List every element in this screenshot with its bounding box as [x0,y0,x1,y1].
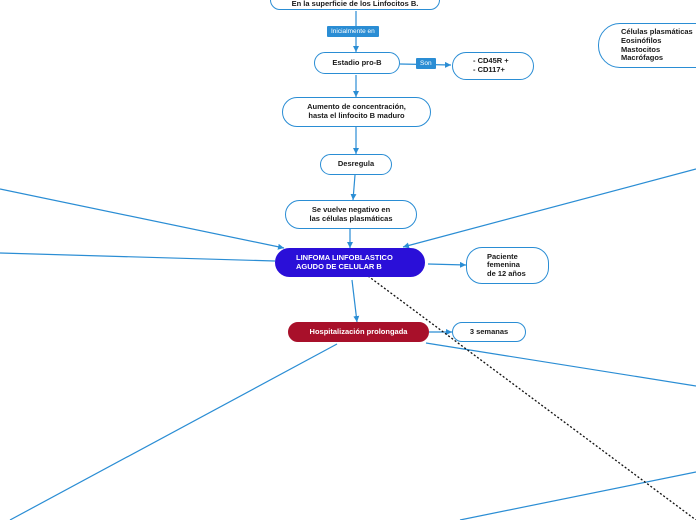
node-patient[interactable]: Paciente femenina de 12 años [466,247,549,284]
node-surface-lymphocytes[interactable]: En la superficie de los Linfocitos B. [270,0,440,10]
connector-main-to-hospital [351,279,360,323]
connector-right-upper-to-main [402,168,696,249]
connector-hospital-to-right [425,342,696,387]
node-negative-plasma-cells[interactable]: Se vuelve negativo en las células plasmá… [285,200,417,229]
node-markers[interactable]: - CD45R + - CD117+ [452,52,534,80]
node-main-lymphoma[interactable]: LINFOMA LINFOBLASTICO AGUDO DE CELULAR B [275,248,425,277]
label-initially: Inicialmente en [327,26,379,37]
node-deregulates[interactable]: Desregula [320,154,392,175]
label-are: Son [416,58,436,69]
node-concentration-increase[interactable]: Aumento de concentración, hasta el linfo… [282,97,431,127]
connector-main-to-patient [427,261,467,268]
node-pro-b-stage[interactable]: Estadio pro-B [314,52,400,74]
connector-deregulates-to-negative [350,174,357,201]
connector-hospital-to-bottom-left [9,343,338,520]
connector-bottom-right [459,471,696,520]
connector-left-mid-to-main [0,252,276,262]
connector-left-upper-to-main [0,188,285,250]
node-cells-list[interactable]: Células plasmáticas Eosinófilos Mastocit… [598,23,696,68]
node-three-weeks[interactable]: 3 semanas [452,322,526,342]
node-hospitalization[interactable]: Hospitalización prolongada [288,322,429,342]
dotted-connector-main [367,275,696,520]
